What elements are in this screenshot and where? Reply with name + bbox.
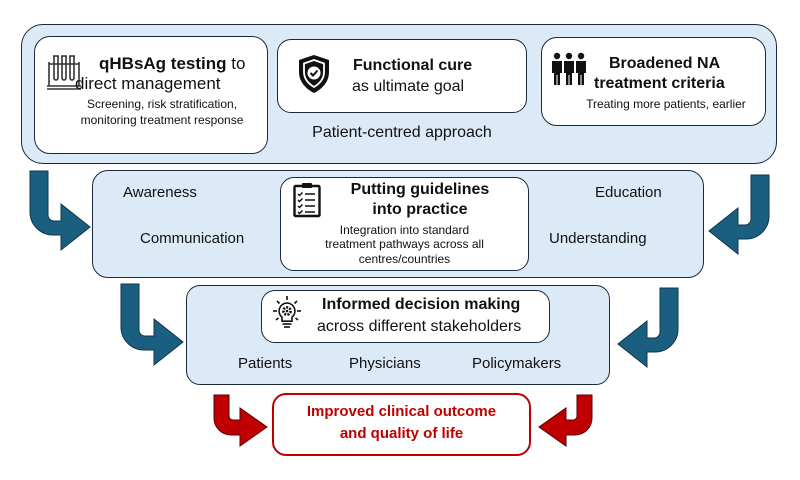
stakeholder-policymakers: Policymakers — [472, 355, 562, 372]
arrow-tier3-left — [213, 394, 268, 447]
decision-title: Informed decision making — [322, 296, 521, 313]
arrow-tier2-right — [617, 287, 679, 369]
qhbsag-title-rest: to — [226, 54, 246, 73]
understanding-label: Understanding — [549, 230, 647, 247]
people-group-icon — [552, 52, 586, 85]
guidelines-subtitle-line2: treatment pathways across all — [325, 237, 484, 251]
qhbsag-subtitle-line1: Screening, risk stratification, — [86, 97, 238, 111]
guidelines-subtitle-line3: centres/countries — [358, 252, 451, 266]
stakeholder-patients: Patients — [238, 355, 293, 372]
decision-card — [261, 290, 550, 343]
decision-subtitle: across different stakeholders — [317, 318, 522, 335]
guidelines-title-line1: Putting guidelines — [350, 181, 490, 198]
qhbsag-subtitle-line2: monitoring treatment response — [80, 113, 244, 127]
arrow-tier1-right — [708, 174, 770, 256]
patient-centred-label: Patient-centred approach — [312, 124, 492, 141]
outcome-line1: Improved clinical outcome — [306, 403, 497, 420]
broadened-na-title: Broadened NA — [609, 55, 721, 72]
broadened-na-subtitle: Treating more patients, earlier — [586, 97, 746, 111]
qhbsag-title: qHBsAg testing to — [99, 54, 245, 74]
outcome-line2: and quality of life — [339, 425, 464, 442]
education-label: Education — [595, 184, 662, 201]
guidelines-title-line2: into practice — [372, 201, 468, 218]
arrow-tier3-right — [538, 394, 593, 447]
awareness-label: Awareness — [123, 184, 197, 201]
stakeholder-physicians: Physicians — [349, 355, 421, 372]
test-tubes-icon — [47, 55, 81, 90]
arrow-tier1-left — [29, 170, 91, 252]
functional-cure-subtitle: as ultimate goal — [352, 78, 465, 95]
broadened-na-title-line2: treatment criteria — [594, 75, 725, 92]
outcome-box — [272, 393, 531, 456]
lightbulb-gear-icon — [273, 296, 301, 328]
clipboard-checklist-icon — [293, 183, 321, 218]
shield-check-icon — [299, 55, 329, 93]
arrow-tier2-left — [120, 283, 184, 367]
guidelines-card — [280, 177, 529, 271]
qhbsag-title-line2: direct management — [75, 74, 221, 93]
guidelines-subtitle-line1: Integration into standard — [339, 223, 470, 237]
functional-cure-title: Functional cure — [353, 57, 473, 74]
qhbsag-title-bold: qHBsAg testing — [99, 54, 227, 73]
communication-label: Communication — [140, 230, 245, 247]
